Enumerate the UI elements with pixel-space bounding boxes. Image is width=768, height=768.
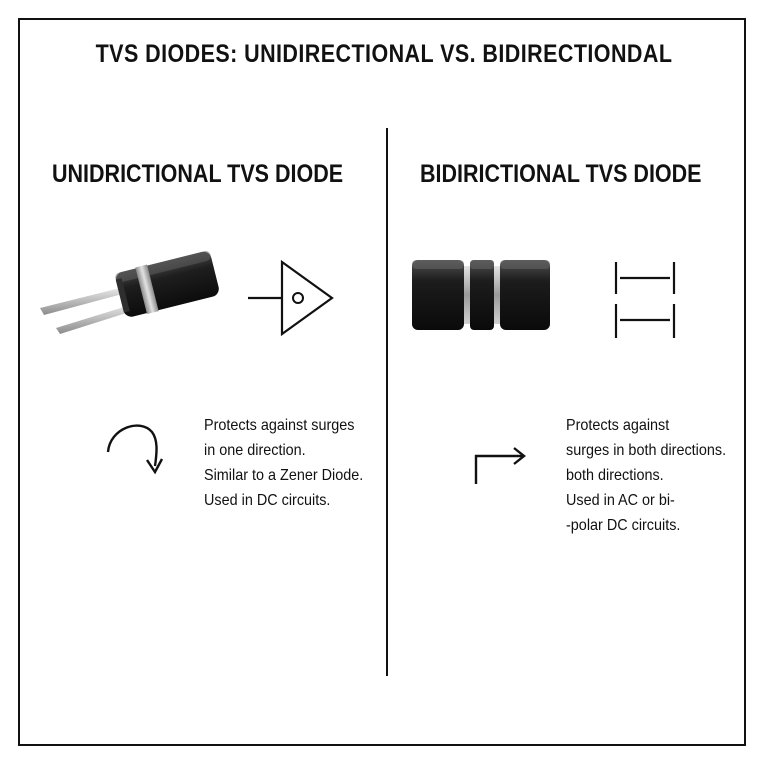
description-line: Protects against surges xyxy=(204,417,355,434)
description-line: Used in DC circuits. xyxy=(204,492,331,509)
description-line: -polar DC circuits. xyxy=(566,517,681,534)
page-title: TVS DIODES: UNIDIRECTIONAL VS. BIDIRECTI… xyxy=(95,40,673,68)
end-cap-right xyxy=(500,260,550,330)
center-body xyxy=(470,260,494,330)
bidirectional-diode-symbol-icon xyxy=(614,262,676,338)
bidirectional-description: Protects against surges in both directio… xyxy=(566,413,726,538)
description-line: in one direction. xyxy=(204,442,306,459)
description-line: Protects against xyxy=(566,417,670,434)
cathode-band xyxy=(135,264,159,315)
description-line: Used in AC or bi- xyxy=(566,492,675,509)
smd-bidirectional-tvs-icon xyxy=(412,260,550,330)
description-line: surges in both directions. xyxy=(566,442,727,459)
center-divider xyxy=(386,128,388,676)
diagram-frame xyxy=(18,18,746,746)
bidirectional-heading: BIDIRICTIONAL TVS DIODE xyxy=(420,160,702,188)
end-cap-left xyxy=(412,260,464,330)
diode-body xyxy=(115,251,219,317)
corner-arrow-icon xyxy=(474,447,526,484)
axial-tvs-diode-icon xyxy=(40,251,219,334)
description-line: Similar to a Zener Diode. xyxy=(204,467,364,484)
unidirectional-diode-symbol-icon xyxy=(248,259,334,336)
unidirectional-heading: UNIDRICTIONAL TVS DIODE xyxy=(52,160,344,188)
curved-arrow-icon xyxy=(106,424,164,475)
description-line: both directions. xyxy=(566,467,664,484)
unidirectional-description: Protects against surges in one direction… xyxy=(204,413,363,513)
diode-lead xyxy=(40,286,142,334)
